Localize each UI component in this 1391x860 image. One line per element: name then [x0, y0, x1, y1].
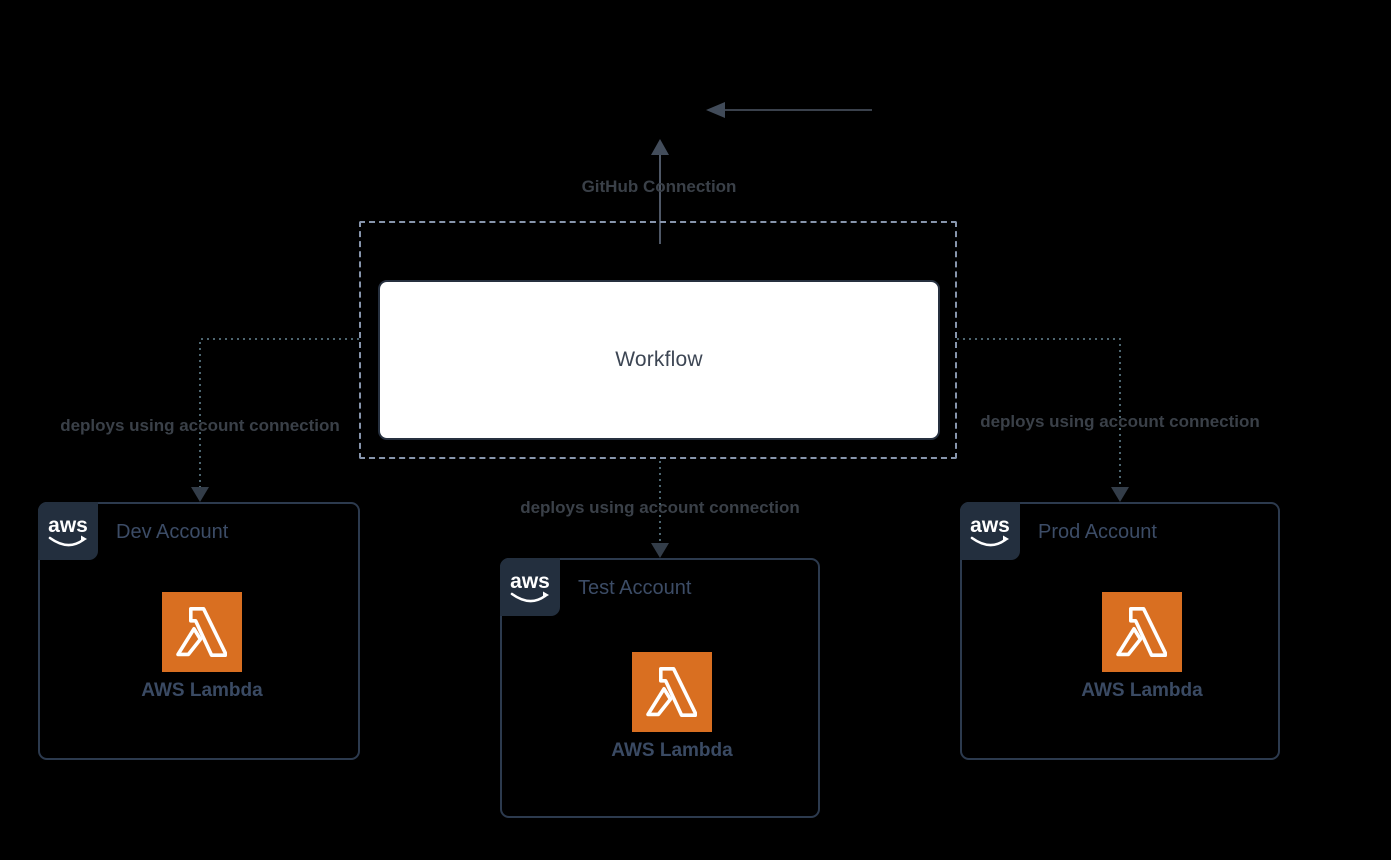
github-connection-line — [651, 139, 669, 244]
service-caption-dev: AWS Lambda — [141, 680, 263, 701]
down-arrowhead-icon — [1111, 487, 1129, 502]
workflow-node: Workflow — [378, 280, 940, 440]
account-title-dev: Dev Account — [116, 520, 229, 543]
deploy-connector-test — [651, 461, 669, 558]
deploy-label-test: deploys using account connection — [520, 498, 800, 517]
aws-lambda-icon — [162, 592, 242, 672]
service-caption-prod: AWS Lambda — [1081, 680, 1203, 701]
aws-logo-icon: aws — [38, 502, 98, 560]
account-title-prod: Prod Account — [1038, 520, 1157, 543]
workflow-label: Workflow — [615, 348, 703, 371]
down-arrowhead-icon — [191, 487, 209, 502]
aws-logo-icon: aws — [500, 558, 560, 616]
account-box-dev: aws Dev Account AWS Lambda — [38, 502, 360, 760]
aws-lambda-icon — [632, 652, 712, 732]
deploy-connector-prod — [957, 338, 1129, 502]
up-arrowhead-icon — [651, 139, 669, 155]
deploy-label-dev: deploys using account connection — [60, 416, 340, 435]
aws-logo-icon: aws — [960, 502, 1020, 560]
deploy-connector-dev — [191, 338, 359, 502]
aws-badge-text: aws — [510, 570, 550, 593]
account-title-test: Test Account — [578, 576, 692, 599]
external-left-arrow — [706, 102, 872, 118]
down-arrowhead-icon — [651, 543, 669, 558]
left-arrowhead-icon — [706, 102, 725, 118]
account-box-test: aws Test Account AWS Lambda — [500, 558, 820, 818]
aws-lambda-icon — [1102, 592, 1182, 672]
workflow-boundary — [359, 221, 957, 459]
github-connection-label: GitHub Connection — [581, 177, 737, 196]
account-box-prod: aws Prod Account AWS Lambda — [960, 502, 1280, 760]
aws-badge-text: aws — [970, 514, 1010, 537]
deploy-label-prod: deploys using account connection — [980, 412, 1260, 431]
aws-badge-text: aws — [48, 514, 88, 537]
service-caption-test: AWS Lambda — [611, 740, 733, 761]
